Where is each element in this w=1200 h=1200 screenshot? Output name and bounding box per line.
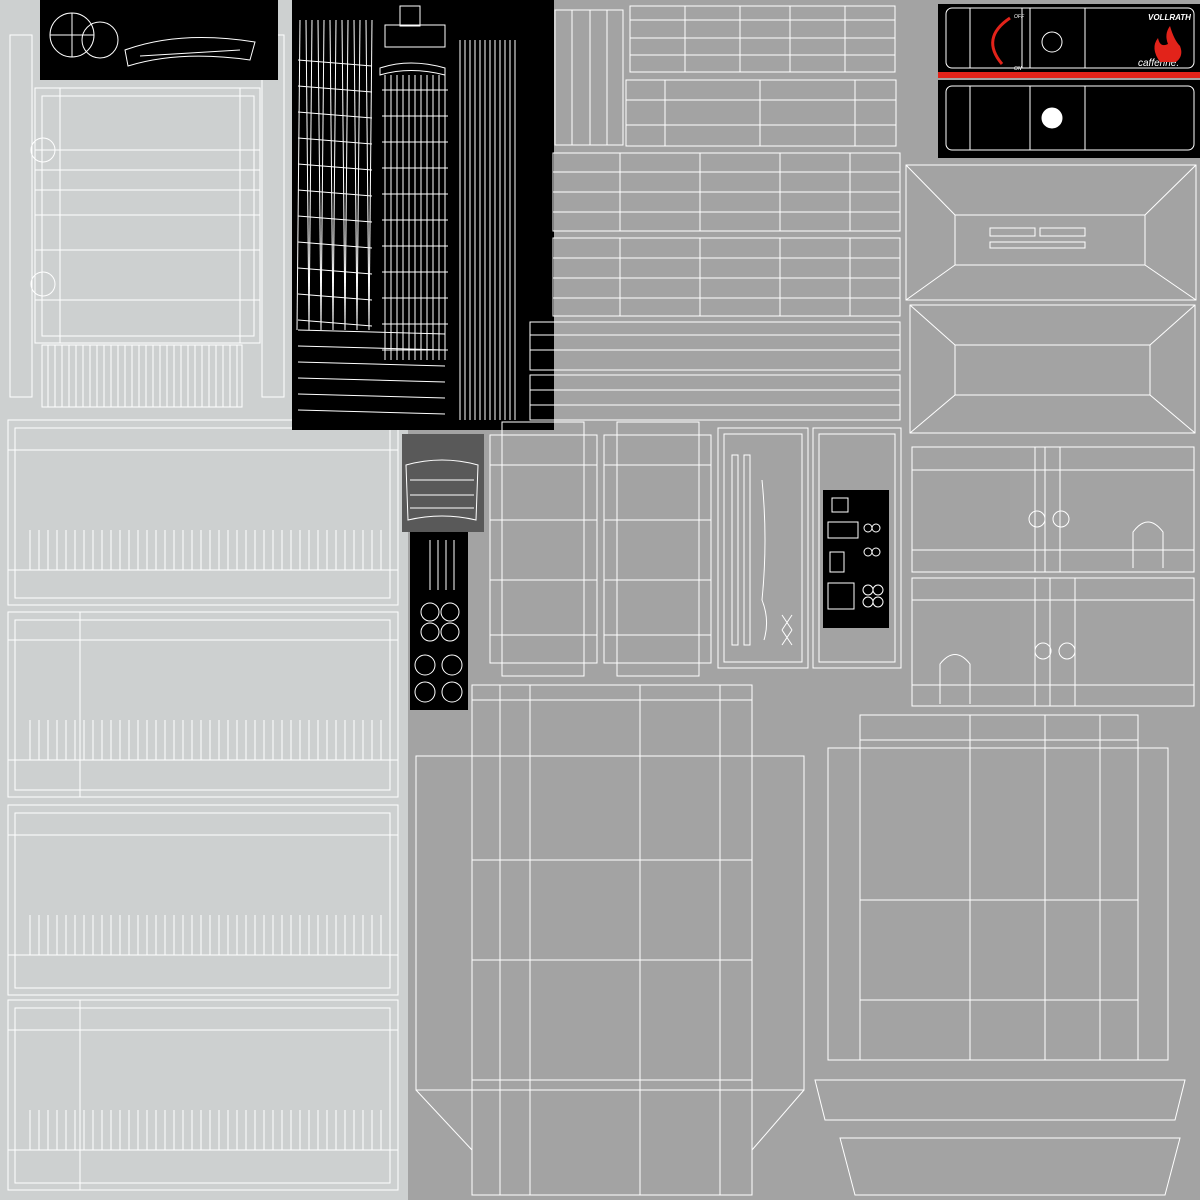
wire-line — [317, 19, 322, 331]
wire-line — [320, 19, 325, 331]
wire-line — [297, 409, 446, 415]
wire-line — [297, 329, 446, 335]
wire-line — [297, 293, 373, 301]
right-top-box-islands — [905, 164, 1197, 434]
wire-line — [297, 241, 373, 249]
dark-gray-tile-wire — [405, 459, 479, 521]
wire-line — [297, 361, 446, 367]
right-middle-islands — [911, 446, 1195, 707]
wire-line — [297, 345, 446, 351]
wire-line — [297, 319, 373, 327]
label-red-stripe — [938, 72, 1200, 78]
left-stacked-islands — [7, 419, 399, 1191]
wire-line — [305, 19, 310, 331]
wire-line — [332, 19, 337, 331]
wire-line — [308, 19, 313, 331]
wire-line — [297, 393, 446, 399]
wire-line — [353, 19, 358, 331]
wire-line — [297, 377, 446, 383]
dark-panel-right-column — [520, 70, 534, 430]
dark-strip-small — [410, 532, 468, 710]
dark-tag-small-wire — [827, 497, 884, 610]
brand-label: VOLLRATH — [1148, 13, 1191, 22]
wire-line — [297, 85, 373, 93]
center-top-islands — [529, 5, 901, 421]
model-label: caffenne. — [1138, 58, 1179, 69]
left-vertical-hatching — [29, 530, 382, 1150]
wire-line — [297, 189, 373, 197]
flame-icon — [1154, 26, 1182, 62]
dark-strip-wire — [49, 12, 256, 67]
wire-line — [368, 19, 373, 331]
wire-line — [365, 19, 370, 331]
dark-tag-small — [823, 490, 889, 628]
wire-line — [341, 19, 346, 331]
label-panel-top — [938, 4, 1200, 76]
label-panel-bottom — [938, 80, 1200, 158]
bottom-right-box — [814, 714, 1186, 1196]
middle-tall-islands — [489, 421, 902, 677]
wire-line — [297, 215, 373, 223]
wire-line — [356, 19, 361, 331]
dial-arc-icon — [991, 16, 1011, 65]
wire-line — [297, 111, 373, 119]
dark-strip-small-wire — [414, 540, 463, 703]
dark-gray-tile — [402, 434, 484, 532]
wire-line — [296, 19, 301, 331]
wire-line — [297, 163, 373, 171]
on-label: ON — [1014, 66, 1022, 72]
label-panel-wire — [945, 7, 1195, 151]
wire-line — [297, 267, 373, 275]
wire-line — [297, 137, 373, 145]
bottom-center-box — [415, 684, 805, 1196]
wire-line — [297, 59, 373, 67]
dark-panel-wire-columns — [296, 5, 516, 420]
wire-line — [344, 19, 349, 331]
wire-line — [329, 19, 334, 331]
off-label: OFF — [1014, 14, 1025, 20]
